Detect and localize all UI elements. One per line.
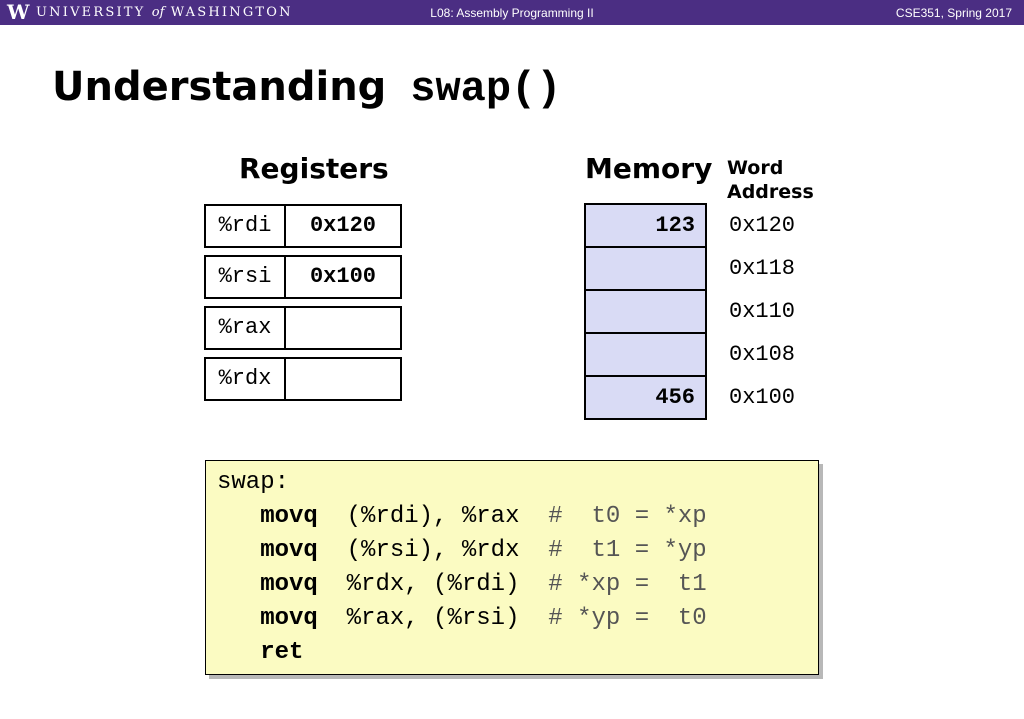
register-rsi: %rsi 0x100 [204, 255, 402, 299]
assembly-code-box: swap: movq (%rdi), %rax # t0 = *xp movq … [205, 460, 819, 675]
register-rdx: %rdx [204, 357, 402, 401]
register-value [286, 308, 400, 348]
memory-heading: Memory [585, 152, 713, 185]
code-op: movq [260, 503, 318, 530]
register-name: %rdx [206, 359, 286, 399]
code-comment: # t1 = *yp [548, 537, 707, 564]
register-rax: %rax [204, 306, 402, 350]
code-line: ret [217, 636, 303, 670]
word-address-heading-line2: Address [727, 181, 814, 203]
code-label: swap: [217, 469, 290, 496]
register-name: %rdi [206, 206, 286, 246]
university-name-left: UNIVERSITY [36, 5, 146, 20]
memory-address: 0x100 [729, 385, 796, 410]
code-op: movq [260, 605, 318, 632]
slide-title-code: swap() [410, 65, 562, 113]
code-args: %rax, (%rsi) [346, 605, 520, 632]
slide-title-text: Understanding [52, 64, 401, 110]
register-name: %rax [206, 308, 286, 348]
register-value: 0x120 [309, 213, 376, 238]
memory-address: 0x118 [729, 256, 796, 281]
code-op: movq [260, 537, 318, 564]
code-line: movq %rdx, (%rdi) # *xp = t1 [217, 568, 707, 602]
code-args: (%rsi), %rdx [346, 537, 520, 564]
code-op: ret [260, 639, 304, 666]
code-comment: # *yp = t0 [548, 605, 707, 632]
code-args: (%rdi), %rax [346, 503, 520, 530]
code-args: %rdx, (%rdi) [346, 571, 520, 598]
memory-address: 0x108 [729, 342, 796, 367]
uw-logo-icon: W [7, 0, 30, 24]
memory-address: 0x120 [729, 213, 796, 238]
memory-cell [586, 248, 705, 291]
slide-title: Understanding swap() [52, 64, 561, 113]
register-value: 0x100 [309, 264, 376, 289]
code-comment: # t0 = *xp [548, 503, 707, 530]
university-name-of: of [151, 5, 165, 20]
memory-cell: 456 [655, 385, 695, 410]
memory-address: 0x110 [729, 299, 796, 324]
code-line: movq (%rsi), %rdx # t1 = *yp [217, 534, 707, 568]
code-comment: # *xp = t1 [548, 571, 707, 598]
memory-cell [586, 334, 705, 377]
memory-column: 123 456 [584, 203, 707, 420]
university-name: UNIVERSITY of WASHINGTON [36, 5, 293, 20]
header-bar: W UNIVERSITY of WASHINGTON L08: Assembly… [0, 0, 1024, 25]
lecture-title: L08: Assembly Programming II [430, 6, 594, 20]
code-op: movq [260, 571, 318, 598]
memory-cell: 123 [586, 205, 705, 248]
registers-heading: Registers [239, 152, 389, 185]
course-name: CSE351, Spring 2017 [895, 6, 1012, 20]
code-line: movq %rax, (%rsi) # *yp = t0 [217, 602, 707, 636]
register-rdi: %rdi 0x120 [204, 204, 402, 248]
register-value [286, 359, 400, 399]
word-address-heading-line1: Word [727, 157, 784, 179]
register-name: %rsi [206, 257, 286, 297]
university-name-right: WASHINGTON [170, 5, 293, 20]
code-line: movq (%rdi), %rax # t0 = *xp [217, 500, 707, 534]
memory-cell [586, 291, 705, 334]
